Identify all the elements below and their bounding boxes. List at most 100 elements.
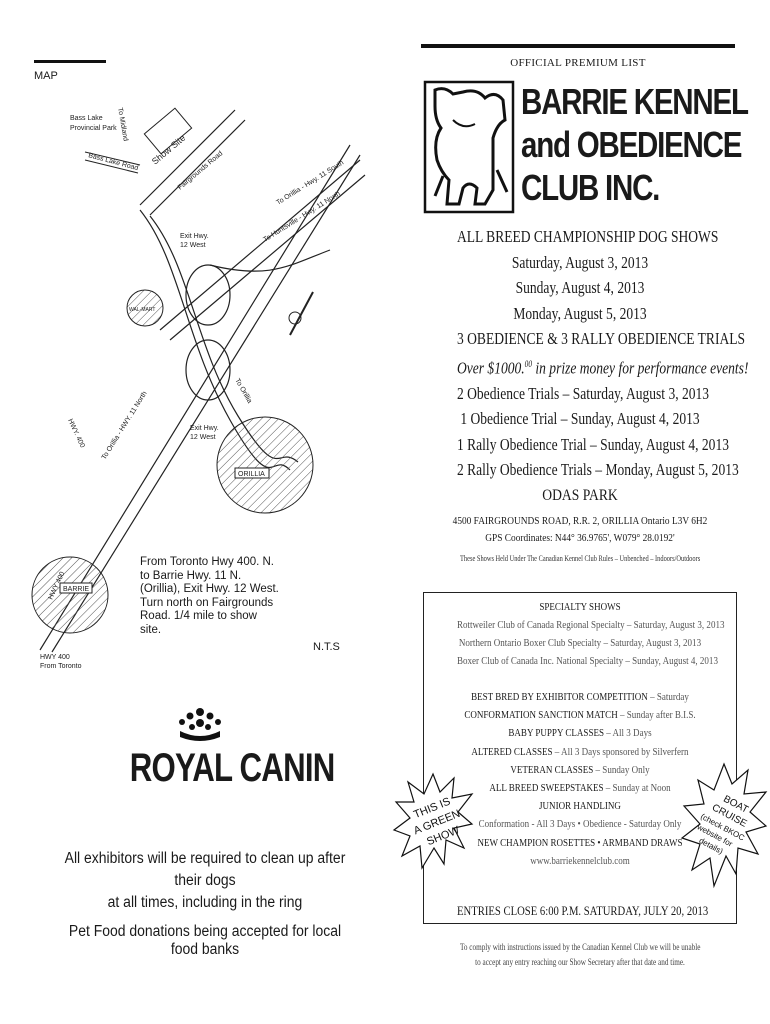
- misc-event: CONFORMATION SANCTION MATCH – Sunday aft…: [457, 706, 703, 724]
- misc-event-main: ALL BREED SWEEPSTAKES: [489, 782, 604, 795]
- trial-line: 1 Obedience Trial – Sunday, August 4, 20…: [460, 409, 700, 428]
- comply-line: To comply with instructions issued by th…: [460, 942, 701, 952]
- misc-event-main: VETERAN CLASSES: [510, 763, 594, 776]
- trial-line: 2 Obedience Trials – Saturday, August 3,…: [457, 383, 710, 403]
- fairgrounds-road: [139, 109, 246, 216]
- prize-cents: 00: [524, 358, 533, 369]
- hwy-note-line: HWY 400: [40, 654, 70, 661]
- premium-list-label: OFFICIAL PREMIUM LIST: [510, 57, 646, 69]
- compass-icon: [288, 291, 314, 336]
- entries-close: ENTRIES CLOSE 6:00 P.M. SATURDAY, JULY 2…: [457, 903, 709, 918]
- venue-name: ODAS PARK: [542, 487, 618, 504]
- event-date: Sunday, August 4, 2013: [515, 278, 645, 297]
- misc-event-main: JUNIOR HANDLING: [539, 800, 621, 813]
- specialty-show: Rottweiler Club of Canada Regional Speci…: [457, 619, 725, 631]
- map-heading-rule: [34, 60, 106, 63]
- misc-event: JUNIOR HANDLING: [457, 797, 703, 815]
- map-label-fairgrounds-road: Fairgrounds Road: [177, 150, 225, 191]
- map-label-exit-bottom: Exit Hwy.: [190, 425, 219, 432]
- directions-line: site.: [140, 623, 162, 636]
- misc-event-main: NEW CHAMPION ROSETTES • ARMBAND DRAWS: [477, 836, 683, 849]
- cleanup-line: at all times, including in the ring: [107, 894, 303, 911]
- cleanup-line: All exhibitors will be required to clean…: [64, 850, 346, 889]
- misc-event-detail: – Sunday Only: [593, 763, 650, 776]
- misc-event: VETERAN CLASSES – Sunday Only: [457, 761, 703, 779]
- svg-text:Provincial Park: Provincial Park: [70, 125, 117, 132]
- directions-line: Turn north on Fairgrounds: [140, 596, 274, 609]
- top-rule: [421, 44, 735, 48]
- directions-line: to Barrie Hwy. 11 N.: [140, 569, 242, 582]
- misc-event: Conformation - All 3 Days • Obedience - …: [457, 815, 703, 833]
- not-to-scale-label: N.T.S: [313, 641, 340, 653]
- pet-food-notice: Pet Food donations being accepted for lo…: [68, 923, 342, 958]
- boat-cruise-burst: BOAT CRUISE (check BKOC website for deta…: [680, 762, 768, 889]
- website-url: www.barriekennelclub.com: [530, 854, 630, 867]
- prize-money-line: Over $1000.00 in prize money for perform…: [457, 352, 748, 381]
- event-line: 3 OBEDIENCE & 3 RALLY OBEDIENCE TRIALS: [457, 329, 746, 348]
- misc-event-main: ALTERED CLASSES: [471, 745, 553, 758]
- bass-lake-road: [84, 151, 141, 166]
- misc-event-detail: Conformation - All 3 Days • Obedience - …: [478, 818, 682, 831]
- green-show-burst: THIS IS A GREEN SHOW: [392, 772, 474, 870]
- map-label-wal-mart: WAL-MART: [129, 307, 155, 313]
- event-list: ALL BREED CHAMPIONSHIP DOG SHOWS Saturda…: [430, 224, 748, 483]
- misc-event: ALL BREED SWEEPSTAKES – Sunday at Noon: [457, 779, 703, 797]
- specialty-show: Boxer Club of Canada Inc. National Speci…: [457, 655, 718, 667]
- map-label-orillia: ORILLIA: [238, 471, 265, 478]
- svg-text:12 West: 12 West: [190, 434, 216, 441]
- map-label-barrie: BARRIE: [63, 586, 89, 593]
- misc-event: ALTERED CLASSES – All 3 Days sponsored b…: [457, 743, 703, 761]
- misc-event: BEST BRED BY EXHIBITOR COMPETITION – Sat…: [457, 688, 703, 706]
- misc-event-detail: – All 3 Days: [603, 727, 652, 740]
- venue-address: 4500 FAIRGROUNDS ROAD, R.R. 2, ORILLIA O…: [453, 513, 708, 547]
- hwy-note-line: From Toronto: [40, 663, 82, 670]
- royal-canin-logo: ROYAL CANIN: [110, 707, 335, 790]
- map-label-to-orillia-north: To Orillia - HWY. 11 North: [101, 390, 149, 461]
- prize-suffix: in prize money for performance events!: [532, 358, 749, 377]
- royal-canin-wordmark: ROYAL CANIN: [129, 746, 335, 790]
- orillia-circle: [216, 416, 314, 514]
- event-date: Monday, August 5, 2013: [513, 303, 647, 323]
- gps-coordinates: GPS Coordinates: N44° 36.9765', W079° 28…: [485, 532, 675, 544]
- misc-event-main: BABY PUPPY CLASSES: [508, 727, 604, 740]
- map-label-12-west-top: 12 West: [180, 242, 206, 249]
- map-heading: MAP: [34, 70, 58, 82]
- address-line: 4500 FAIRGROUNDS ROAD, R.R. 2, ORILLIA O…: [452, 515, 708, 527]
- svg-text:Exit Hwy.: Exit Hwy.: [180, 233, 209, 240]
- map-label-show-site: Show Site: [150, 133, 187, 167]
- misc-event: NEW CHAMPION ROSETTES • ARMBAND DRAWS: [457, 834, 703, 852]
- trial-line: 2 Rally Obedience Trials – Monday, Augus…: [457, 460, 739, 479]
- specialty-heading: SPECIALTY SHOWS: [539, 601, 621, 613]
- svg-text:Bass Lake: Bass Lake: [70, 115, 103, 122]
- rules-note: These Shows Held Under The Canadian Kenn…: [460, 554, 701, 563]
- trial-line: 1 Rally Obedience Trial – Sunday, August…: [457, 434, 729, 454]
- barrie-circle: [31, 556, 109, 634]
- map-label-to-midland: To Midland: [116, 107, 129, 142]
- directions-line: From Toronto Hwy 400. N.: [140, 556, 275, 568]
- map-label-12-west-bottom: 12 West: [190, 434, 216, 441]
- club-title-line: BARRIE KENNEL: [521, 81, 749, 122]
- svg-text:Exit Hwy.: Exit Hwy.: [190, 425, 219, 432]
- directions-line: Road. 1/4 mile to show: [140, 610, 257, 622]
- specialty-box: [423, 592, 737, 924]
- map-label-to-orillia: To Orillia: [233, 378, 253, 405]
- event-line: ALL BREED CHAMPIONSHIP DOG SHOWS: [457, 227, 719, 246]
- cleanup-notice: All exhibitors will be required to clean…: [57, 848, 354, 914]
- event-date: Saturday, August 3, 2013: [511, 252, 649, 272]
- misc-event-detail: – Sunday at Noon: [603, 782, 671, 795]
- misc-event-detail: – Sunday after B.I.S.: [617, 709, 696, 722]
- show-site-marker: [143, 107, 193, 155]
- directions-line: (Orillia), Exit Hwy. 12 West.: [140, 583, 279, 595]
- map-label-hwy-400: HWY. 400: [66, 418, 85, 449]
- misc-events: BEST BRED BY EXHIBITOR COMPETITION – Sat…: [430, 688, 730, 870]
- map-label-to-huntsville: To Huntsville - Hwy. 11 North: [262, 190, 341, 243]
- comply-note: To comply with instructions issued by th…: [430, 940, 730, 970]
- svg-text:12 West: 12 West: [180, 242, 206, 249]
- misc-event-main: BEST BRED BY EXHIBITOR COMPETITION: [471, 691, 648, 703]
- prize-prefix: Over $1000.: [457, 358, 525, 377]
- misc-event: www.barriekennelclub.com: [457, 852, 703, 870]
- comply-line: to accept any entry reaching our Show Se…: [475, 957, 685, 967]
- club-title-line: CLUB INC.: [521, 167, 660, 208]
- location-map: Bass Lake Provincial Park Bass Lake Road…: [31, 107, 366, 653]
- map-label-bass-lake: Bass Lake: [70, 115, 103, 122]
